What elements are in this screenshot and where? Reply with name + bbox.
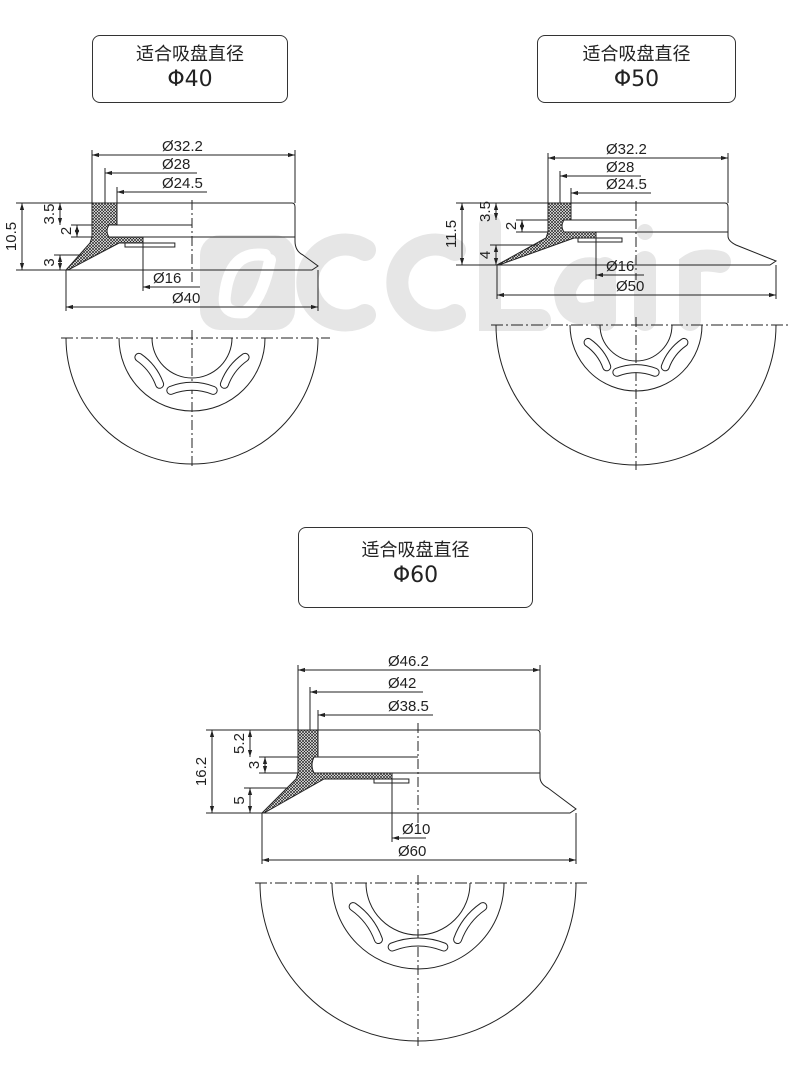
- suction-slot-inner: [661, 338, 688, 371]
- dim-total-height-text: 11.5: [443, 220, 460, 248]
- suction-slot-inner: [388, 938, 448, 951]
- dim-mid-text: Ø28: [162, 156, 190, 173]
- dim-hole-text: Ø16: [153, 270, 181, 287]
- label-size: Φ60: [392, 563, 439, 588]
- cup-outline: [418, 729, 577, 814]
- suction-slot-inner: [135, 353, 164, 388]
- dim-gap-height-text: 3: [246, 761, 263, 769]
- insert-plate: [124, 242, 176, 248]
- dim-inner-text: Ø38.5: [388, 698, 429, 715]
- cup-size-label-40: 适合吸盘直径 Φ40: [92, 35, 288, 103]
- cup-size-label-50: 适合吸盘直径 Φ50: [537, 35, 736, 103]
- dim-lip-height-text: 4: [477, 251, 494, 259]
- label-title: 适合吸盘直径: [361, 540, 470, 561]
- hub-outline: [151, 337, 233, 379]
- dim-top-height-text: 5.2: [231, 733, 248, 754]
- dim-top-height-text: 3.5: [477, 201, 494, 222]
- dim-outer-top-text: Ø46.2: [388, 653, 429, 670]
- label-title: 适合吸盘直径: [582, 44, 691, 65]
- cup-bottom-outline: [495, 324, 777, 466]
- hub-outline: [599, 324, 673, 362]
- dim-outer-top-text: Ø32.2: [606, 141, 647, 158]
- dim-lip-height-text: 5: [231, 796, 248, 804]
- dim-cup-text: Ø60: [398, 843, 426, 860]
- dim-inner-text: Ø24.5: [162, 175, 203, 192]
- dim-hole-text: Ø16: [606, 258, 634, 275]
- dim-mid-text: Ø42: [388, 675, 416, 692]
- insert-plate: [577, 237, 623, 243]
- dim-total-height-text: 10.5: [3, 222, 20, 251]
- dim-inner-text: Ø24.5: [606, 176, 647, 193]
- dim-cup-text: Ø40: [172, 290, 200, 307]
- suction-slot-inner: [613, 365, 659, 376]
- cup-size-label-60: 适合吸盘直径 Φ60: [298, 527, 533, 608]
- dim-outer-top-text: Ø32.2: [162, 138, 203, 155]
- dim-mid-text: Ø28: [606, 159, 634, 176]
- dim-lip-height-text: 3: [41, 258, 58, 266]
- suction-slot-inner: [584, 338, 611, 371]
- hub-outline: [365, 882, 471, 936]
- dim-hole-text: Ø10: [402, 821, 430, 838]
- label-size: Φ40: [167, 67, 213, 92]
- hatched-section: [496, 202, 597, 266]
- cup-bottom-outline: [65, 337, 319, 465]
- label-size: Φ50: [613, 67, 660, 92]
- plate-outline: [331, 882, 505, 970]
- dim-total-height-text: 16.2: [193, 757, 210, 786]
- dim-gap-height-text: 2: [503, 222, 520, 230]
- hatched-section: [260, 729, 393, 814]
- dim-cup-text: Ø50: [616, 278, 644, 295]
- dim-top-height-text: 3.5: [41, 204, 58, 225]
- suction-slot-inner: [349, 903, 382, 944]
- cup-outline: [192, 202, 319, 271]
- plate-outline: [118, 337, 266, 412]
- cup-outline: [636, 202, 778, 266]
- hatched-section: [64, 202, 144, 271]
- dim-gap-height-text: 2: [58, 227, 75, 235]
- suction-slot-inner: [167, 382, 217, 394]
- suction-slot-inner: [220, 353, 249, 388]
- suction-slot-inner: [454, 903, 487, 944]
- cup-bottom-outline: [259, 882, 577, 1042]
- label-title: 适合吸盘直径: [136, 44, 244, 65]
- plate-outline: [569, 324, 703, 392]
- insert-plate: [373, 778, 410, 784]
- watermark-logo: [200, 214, 731, 332]
